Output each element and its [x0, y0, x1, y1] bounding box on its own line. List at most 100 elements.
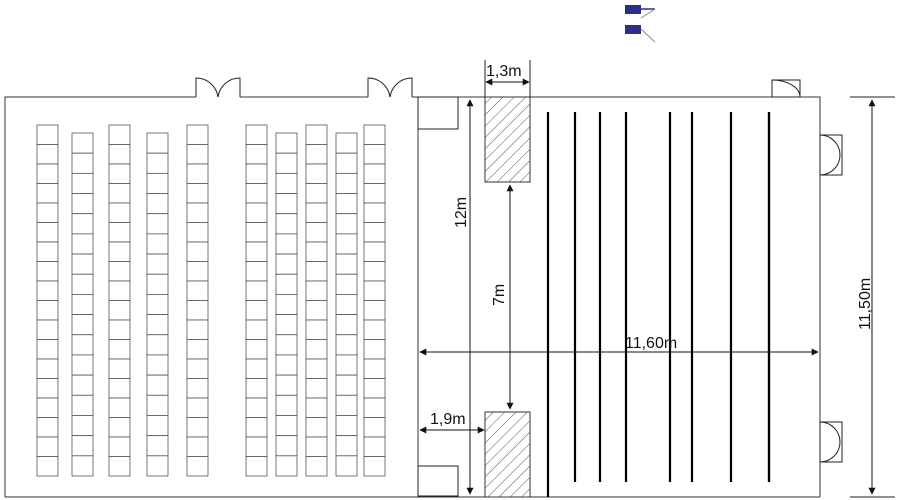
- shelf-cell: [363, 319, 386, 340]
- shelf-cell: [146, 273, 169, 295]
- shelf-cell: [71, 213, 94, 235]
- shelf-cell: [71, 394, 94, 416]
- shelf-cell: [36, 339, 59, 360]
- shelf-cell: [71, 273, 94, 295]
- shelf-cell: [305, 222, 328, 243]
- shelf-cell: [275, 334, 298, 356]
- shelf-cell: [245, 417, 268, 438]
- dim-aisle-width-label: 1,9m: [430, 411, 466, 428]
- shelf-cell: [186, 163, 209, 184]
- dim-hall-width-label: 11,60m: [625, 335, 677, 352]
- shelf-cell: [245, 378, 268, 399]
- shelf-cell: [71, 314, 94, 336]
- shelf-cell: [186, 183, 209, 204]
- shelf-cell: [36, 358, 59, 379]
- shelf-cell: [146, 213, 169, 235]
- double-door-icon: [195, 77, 413, 98]
- shelf-cell: [363, 339, 386, 360]
- dim-top-gap-label: 1,3m: [486, 63, 522, 80]
- shelf-cell: [71, 193, 94, 215]
- shelf-cell: [108, 417, 131, 438]
- shelf-cell: [275, 294, 298, 315]
- shelf-cell: [108, 124, 131, 145]
- shelf-cell: [146, 294, 169, 315]
- shelf-cell: [186, 144, 209, 165]
- shelf-cell: [146, 172, 169, 194]
- shelf-cell: [146, 415, 169, 437]
- shelf-cell: [245, 222, 268, 243]
- shelf-cell: [186, 124, 209, 145]
- shelf-cell: [186, 261, 209, 282]
- shelf-cell: [305, 280, 328, 301]
- shelf-cell: [36, 300, 59, 321]
- shelf-cell: [71, 455, 94, 477]
- shelf-cell: [245, 261, 268, 282]
- shelf-cell: [186, 436, 209, 457]
- shelf-cell: [186, 202, 209, 223]
- shelf-cell: [335, 294, 358, 315]
- shelf-cell: [275, 435, 298, 457]
- shelf-cell: [71, 233, 94, 255]
- lane-lines: [546, 112, 771, 497]
- shelf-cell: [335, 152, 358, 174]
- shelf-cell: [146, 253, 169, 275]
- shelf-cell: [36, 183, 59, 204]
- shelf-cell: [245, 456, 268, 477]
- shelf-cell: [245, 436, 268, 457]
- shelf-cell: [108, 261, 131, 282]
- shelf-cell: [305, 261, 328, 282]
- shelf-cell: [71, 354, 94, 376]
- double-door-icon: [819, 134, 843, 463]
- shelf-cell: [146, 354, 169, 376]
- shelf-cell: [335, 253, 358, 275]
- shelf-cell: [275, 374, 298, 396]
- shelf-cell: [305, 144, 328, 165]
- shelf-cell: [36, 417, 59, 438]
- shelf-cell: [36, 397, 59, 418]
- shelf-cell: [245, 202, 268, 223]
- shelf-cell: [108, 378, 131, 399]
- shelf-cell: [186, 417, 209, 438]
- shelf-cell: [108, 280, 131, 301]
- shelf-cell: [275, 172, 298, 194]
- shelf-cell: [245, 124, 268, 145]
- dimension-lines: [419, 60, 895, 498]
- shelf-cell: [305, 124, 328, 145]
- shelf-cell: [275, 273, 298, 295]
- shelf-cell: [186, 397, 209, 418]
- shelf-cell: [36, 144, 59, 165]
- shelf-cell: [36, 378, 59, 399]
- shelf-cell: [363, 261, 386, 282]
- shelf-cell: [305, 241, 328, 262]
- shelf-cell: [335, 435, 358, 457]
- shelf-cell: [335, 193, 358, 215]
- shelf-cell: [275, 233, 298, 255]
- shelf-cell: [335, 172, 358, 194]
- shelf-cell: [36, 436, 59, 457]
- shelf-cell: [363, 436, 386, 457]
- shelf-cell: [305, 436, 328, 457]
- shelf-cell: [305, 397, 328, 418]
- shelf-cell: [146, 132, 169, 154]
- shelf-cell: [335, 213, 358, 235]
- shelf-cell: [108, 144, 131, 165]
- shelf-cell: [305, 163, 328, 184]
- shelf-cell: [186, 378, 209, 399]
- shelf-cell: [245, 163, 268, 184]
- shelf-cell: [186, 280, 209, 301]
- shelf-cell: [146, 152, 169, 174]
- shelf-cell: [335, 354, 358, 376]
- shelf-cell: [275, 193, 298, 215]
- shelf-cell: [186, 456, 209, 477]
- shelf-cell: [363, 300, 386, 321]
- shelf-cell: [245, 241, 268, 262]
- shelf-cell: [245, 358, 268, 379]
- shelf-cell: [275, 314, 298, 336]
- shelf-cell: [335, 394, 358, 416]
- shelf-cell: [71, 172, 94, 194]
- shelf-cell: [108, 358, 131, 379]
- shelf-cell: [363, 183, 386, 204]
- shelf-cell: [305, 183, 328, 204]
- shelf-cell: [108, 319, 131, 340]
